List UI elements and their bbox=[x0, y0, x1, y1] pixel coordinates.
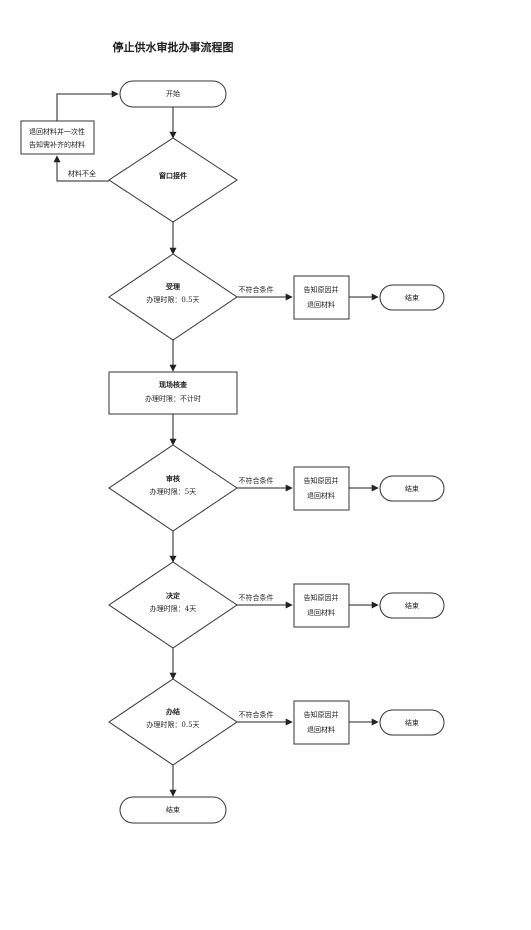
conclude-end-label: 结束 bbox=[405, 718, 419, 727]
review-end-node: 结束 bbox=[379, 475, 445, 502]
accept-reject-line1: 告知原因并 bbox=[304, 285, 339, 294]
conclude-end-node: 结束 bbox=[379, 709, 445, 736]
conclude-reject-line2: 退回材料 bbox=[307, 725, 335, 734]
window-intake-node: 窗口接件 bbox=[108, 137, 238, 223]
review-reject-box: 告知原因并 退回材料 bbox=[293, 466, 350, 511]
final-end-label: 结束 bbox=[166, 805, 180, 814]
review-title: 审核 bbox=[166, 474, 180, 483]
site-check-time: 办理时限：不计时 bbox=[145, 394, 201, 403]
conclude-node: 办结 办理时限：0.5天 bbox=[108, 678, 238, 766]
accept-reject-box: 告知原因并 退回材料 bbox=[293, 275, 350, 320]
site-check-node: 现场核查 办理时限：不计时 bbox=[108, 371, 238, 415]
accept-not-qualified-label: 不符合条件 bbox=[239, 285, 274, 294]
decision-end-label: 结束 bbox=[405, 601, 419, 610]
window-intake-label: 窗口接件 bbox=[159, 171, 187, 180]
return-materials-line2: 告知需补齐的材料 bbox=[29, 140, 85, 149]
decision-reject-line1: 告知原因并 bbox=[304, 593, 339, 602]
page-title: 停止供水审批办事流程图 bbox=[113, 40, 234, 54]
decision-not-qualified-label: 不符合条件 bbox=[239, 593, 274, 602]
return-materials-line1: 退回材料并一次性 bbox=[29, 127, 85, 136]
arrow-intake-to-return bbox=[53, 155, 109, 182]
accept-end-label: 结束 bbox=[405, 293, 419, 302]
review-time: 办理时限：5天 bbox=[150, 487, 196, 496]
review-not-qualified-label: 不符合条件 bbox=[239, 476, 274, 485]
conclude-reject-line1: 告知原因并 bbox=[304, 710, 339, 719]
final-end-node: 结束 bbox=[119, 796, 227, 824]
accept-node: 受理 办理时限：0.5天 bbox=[108, 253, 238, 341]
return-materials-box: 退回材料并一次性 告知需补齐的材料 bbox=[20, 120, 95, 155]
decision-title: 决定 bbox=[166, 591, 180, 600]
decision-node: 决定 办理时限：4天 bbox=[108, 561, 238, 649]
start-node: 开始 bbox=[119, 80, 227, 108]
decision-time: 办理时限：4天 bbox=[150, 604, 196, 613]
review-node: 审核 办理时限：5天 bbox=[108, 444, 238, 532]
site-check-title: 现场核查 bbox=[159, 380, 188, 389]
decision-reject-box: 告知原因并 退回材料 bbox=[293, 583, 350, 628]
start-label: 开始 bbox=[166, 89, 180, 98]
incomplete-label: 材料不全 bbox=[68, 169, 96, 178]
decision-reject-line2: 退回材料 bbox=[307, 608, 335, 617]
accept-reject-line2: 退回材料 bbox=[307, 300, 335, 309]
accept-title: 受理 bbox=[166, 282, 180, 291]
accept-end-node: 结束 bbox=[379, 284, 445, 311]
review-end-label: 结束 bbox=[405, 484, 419, 493]
conclude-time: 办理时限：0.5天 bbox=[146, 720, 199, 729]
decision-end-node: 结束 bbox=[379, 592, 445, 619]
accept-time: 办理时限：0.5天 bbox=[146, 295, 199, 304]
review-reject-line2: 退回材料 bbox=[307, 491, 335, 500]
review-reject-line1: 告知原因并 bbox=[304, 476, 339, 485]
conclude-not-qualified-label: 不符合条件 bbox=[239, 710, 274, 719]
conclude-title: 办结 bbox=[166, 707, 180, 716]
arrow-return-to-start bbox=[56, 90, 119, 121]
conclude-reject-box: 告知原因并 退回材料 bbox=[293, 700, 350, 745]
